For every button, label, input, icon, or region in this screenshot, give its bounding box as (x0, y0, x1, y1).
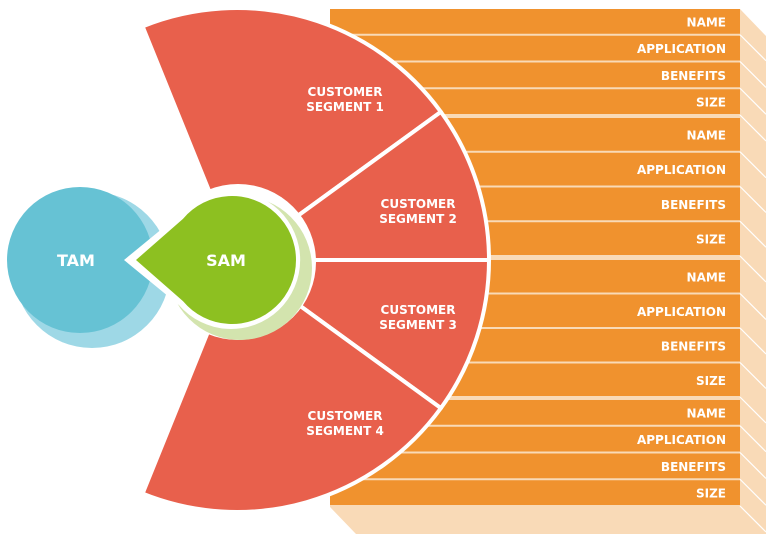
sam-group (124, 184, 316, 340)
segment-label-line2: SEGMENT 4 (306, 424, 384, 438)
sam-label: SAM (206, 251, 246, 270)
attribute-row-label: BENEFITS (661, 460, 726, 474)
row-extrusion-edge (739, 425, 767, 453)
row-extrusion-edge (739, 61, 767, 88)
attribute-row-label: APPLICATION (637, 305, 726, 319)
attribute-row-label: SIZE (696, 487, 726, 501)
tam-label: TAM (57, 251, 95, 270)
segment-label-line1: CUSTOMER (308, 85, 383, 99)
segment-label-line1: CUSTOMER (381, 197, 456, 211)
segment-label-line2: SEGMENT 2 (379, 212, 457, 226)
row-extrusion-edge (739, 505, 767, 533)
attribute-row-label: NAME (687, 406, 726, 420)
tam-circle (7, 187, 153, 333)
tam-circle-group (7, 187, 170, 348)
row-extrusion-edge (739, 255, 767, 283)
row-extrusion-edge (739, 362, 767, 389)
attribute-row-label: NAME (687, 270, 726, 284)
row-extrusion-edge (739, 186, 767, 213)
segment-label-line2: SEGMENT 3 (379, 318, 457, 332)
segment-label-line1: CUSTOMER (308, 409, 383, 423)
attribute-row (330, 9, 740, 34)
attribute-row-label: BENEFITS (661, 339, 726, 353)
attribute-row (330, 480, 740, 505)
row-extrusion-edge (739, 452, 767, 479)
row-extrusion-edge (739, 87, 767, 115)
attribute-row (330, 453, 740, 479)
sam-shape (136, 196, 296, 324)
attribute-row-label: NAME (687, 128, 726, 142)
segment-label-line1: CUSTOMER (381, 303, 456, 317)
attribute-row-label: BENEFITS (661, 198, 726, 212)
attribute-row-label: APPLICATION (637, 163, 726, 177)
attribute-row-label: SIZE (696, 96, 726, 110)
row-extrusion-edge (739, 327, 767, 355)
attribute-row (330, 35, 740, 61)
row-extrusion-edge (739, 293, 767, 320)
attribute-row-label: APPLICATION (637, 433, 726, 447)
row-extrusion-edge (739, 478, 767, 506)
row-extrusion-edge (739, 396, 767, 424)
row-extrusion-edge (739, 151, 767, 179)
row-extrusion-edge (739, 220, 767, 248)
attribute-row-label: BENEFITS (661, 69, 726, 83)
segment-label-line2: SEGMENT 1 (306, 100, 384, 114)
row-extrusion-edge (739, 34, 767, 62)
attribute-row-label: SIZE (696, 233, 726, 247)
attribute-row-label: SIZE (696, 374, 726, 388)
row-extrusion-edge (739, 114, 767, 142)
attribute-row-label: NAME (687, 15, 726, 29)
attribute-row-label: APPLICATION (637, 42, 726, 56)
